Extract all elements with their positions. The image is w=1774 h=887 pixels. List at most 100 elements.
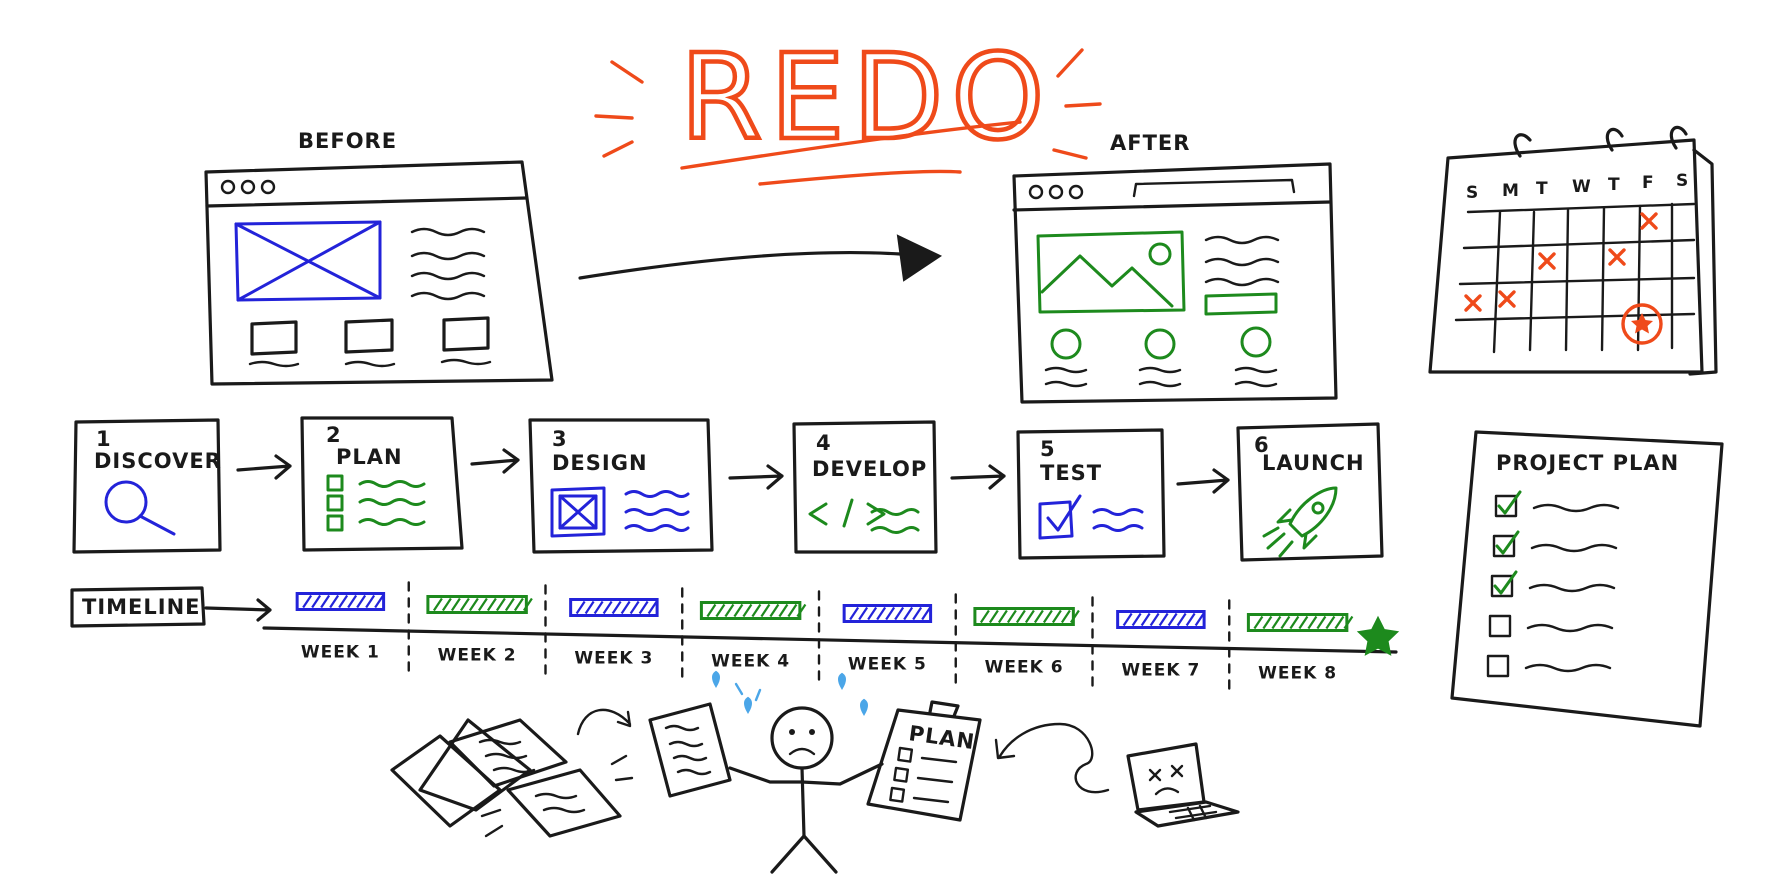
plan-item-line [1528, 583, 1616, 593]
timeline-week: WEEK 6 [954, 593, 1080, 684]
plan-item [1486, 654, 1612, 678]
plan-item-line [1530, 543, 1618, 553]
plan-checkbox-icon [1494, 494, 1518, 518]
checkmark-icon [1497, 490, 1522, 515]
plan-item [1494, 490, 1620, 518]
project-plan-sheet: PROJECT PLAN [1450, 430, 1724, 728]
curved-arrow-icon [576, 708, 632, 736]
step-number: 2 [326, 423, 342, 447]
calendar-day-header: T [1608, 175, 1621, 195]
feature-circles-icon [1044, 326, 1278, 388]
title-underline-2 [758, 169, 962, 186]
step-plan: 2 PLAN [300, 416, 464, 552]
timeline-week: WEEK 1 [295, 592, 386, 663]
timeline-label: TIMELINE [82, 595, 201, 619]
code-icon [808, 498, 920, 534]
bottom-scene: PLAN [390, 670, 1240, 874]
step-number: 6 [1254, 433, 1270, 457]
checkmark-icon [1495, 530, 1520, 555]
step-arrow-icon [236, 454, 292, 480]
after-label: AFTER [1110, 131, 1190, 155]
star-icon [1356, 615, 1400, 656]
clipboard-label: PLAN [907, 721, 976, 754]
step-label: DESIGN [552, 451, 648, 475]
week-label: WEEK 5 [848, 655, 927, 675]
timeline-week: WEEK 7 [1091, 596, 1206, 687]
timeline: TIMELINE WEEK 1 WEEK 2 WEEK 3 WEEK 4 WEEK 5 W… [70, 581, 1400, 690]
stressed-person-icon [728, 706, 884, 874]
calendar-day-header: S [1676, 171, 1689, 191]
calendar-day-header: W [1572, 177, 1592, 197]
step-design: 3 DESIGN [528, 418, 714, 554]
step-label: LAUNCH [1262, 451, 1365, 475]
step-label: DISCOVER [94, 449, 222, 473]
calendar-x-marks-icon [1464, 212, 1658, 312]
window-dots-icon [220, 179, 276, 195]
rocket-icon [1262, 486, 1338, 558]
week-label: WEEK 4 [711, 652, 790, 672]
project-plan-title: PROJECT PLAN [1496, 451, 1679, 475]
timeline-bar [842, 604, 933, 623]
step-arrow-icon [950, 464, 1006, 490]
step-number: 5 [1040, 437, 1056, 461]
step-number: 3 [552, 427, 568, 451]
timeline-bar [295, 592, 386, 611]
step-arrow-icon [728, 464, 784, 490]
calendar-rings-icon [1513, 125, 1688, 158]
thumbnail-boxes-icon [248, 316, 492, 368]
plan-item [1488, 614, 1614, 638]
checkbox-icon [1038, 494, 1144, 540]
plan-checkbox-icon [1488, 614, 1512, 638]
calendar-day-header: F [1642, 173, 1655, 193]
week-label: WEEK 6 [985, 658, 1064, 678]
clipboard-icon: PLAN [866, 700, 982, 822]
project-plan-checklist [1486, 490, 1620, 678]
timeline-week: WEEK 8 [1228, 599, 1354, 690]
scattered-papers-icon [390, 718, 634, 838]
window-dots-icon [1028, 184, 1084, 200]
plan-item-line [1524, 663, 1612, 673]
checklist-icon [326, 474, 426, 532]
step-number: 4 [816, 431, 832, 455]
timeline-week: WEEK 2 [407, 581, 533, 672]
plan-item-line [1532, 503, 1620, 513]
timeline-bar [426, 595, 533, 614]
timeline-bar [1116, 610, 1206, 629]
wireframe-icon [550, 486, 690, 538]
checkmark-icon [1493, 570, 1518, 595]
redo-title: REDO [680, 28, 1052, 166]
redo-title-group: REDO [594, 26, 1102, 186]
step-arrow-icon [470, 448, 520, 474]
plan-checkbox-icon [1490, 574, 1514, 598]
image-placeholder-icon [234, 220, 382, 302]
calendar-day-header: M [1502, 181, 1520, 201]
timeline-bar [973, 607, 1080, 626]
calendar-day-header: T [1536, 179, 1549, 199]
timeline-bar [1246, 613, 1354, 632]
timeline-week: WEEK 3 [544, 584, 659, 675]
step-launch: 6 LAUNCH [1236, 422, 1384, 562]
plan-item [1490, 570, 1616, 598]
title-underline-1 [680, 120, 1022, 170]
step-label: DEVELOP [812, 457, 927, 481]
before-label: BEFORE [298, 129, 397, 153]
timeline-axis [262, 626, 1398, 654]
step-develop: 4 DEVELOP [792, 420, 938, 554]
step-label: PLAN [336, 445, 403, 469]
landscape-image-icon [1036, 230, 1186, 314]
process-steps: 1 DISCOVER 2 PLAN 3 [72, 416, 1384, 562]
plan-item [1492, 530, 1618, 558]
week-label: WEEK 2 [438, 646, 517, 666]
burst-right-icon [1052, 48, 1102, 160]
plan-item-line [1526, 623, 1614, 633]
after-window [1012, 162, 1338, 404]
step-discover: 1 DISCOVER [72, 418, 222, 554]
broken-laptop-icon [1126, 742, 1240, 828]
step-number: 1 [96, 427, 112, 451]
button-placeholder-icon [1204, 292, 1278, 316]
timeline-arrow-icon [204, 598, 272, 622]
